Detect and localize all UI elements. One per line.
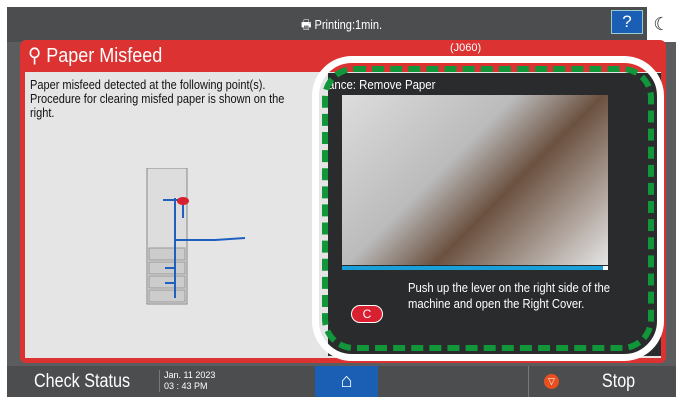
error-code: (J060) <box>450 42 482 54</box>
misfeed-icon: ⚲ <box>28 45 47 67</box>
moon-icon: ☾ <box>653 14 670 34</box>
home-button[interactable]: ⌂ <box>315 366 378 397</box>
stop-icon: ▽ <box>544 374 559 389</box>
location-badge: C <box>351 305 383 323</box>
home-icon: ⌂ <box>340 370 353 392</box>
misfeed-panel: ⚲ Paper Misfeed (J060) Paper misfeed det… <box>20 40 666 363</box>
top-bar: 🖶 Printing:1min. ? ☾ <box>7 7 676 42</box>
print-status: 🖶 Printing:1min. <box>300 17 383 32</box>
guidance-title: ance: Remove Paper <box>328 77 436 92</box>
panel-title-row: ⚲ Paper Misfeed <box>28 44 162 68</box>
guidance-panel: ance: Remove Paper C Push up the lever o… <box>328 73 661 356</box>
error-message: Paper misfeed detected at the following … <box>30 78 285 120</box>
guidance-progress <box>342 266 608 270</box>
help-button[interactable]: ? <box>611 10 643 34</box>
guidance-instruction: Push up the lever on the right side of t… <box>408 281 611 311</box>
energy-saver-button[interactable]: ☾ <box>647 7 676 42</box>
guidance-image <box>342 95 608 265</box>
check-status-button[interactable]: Check Status <box>33 371 131 392</box>
printer-icon: 🖶 <box>300 17 315 32</box>
location-c-marker <box>177 197 189 205</box>
panel-body: Paper misfeed detected at the following … <box>25 72 661 358</box>
stop-button[interactable]: ▽ Stop <box>528 366 676 397</box>
panel-title: Paper Misfeed <box>46 45 163 67</box>
machine-diagram[interactable] <box>145 168 255 308</box>
